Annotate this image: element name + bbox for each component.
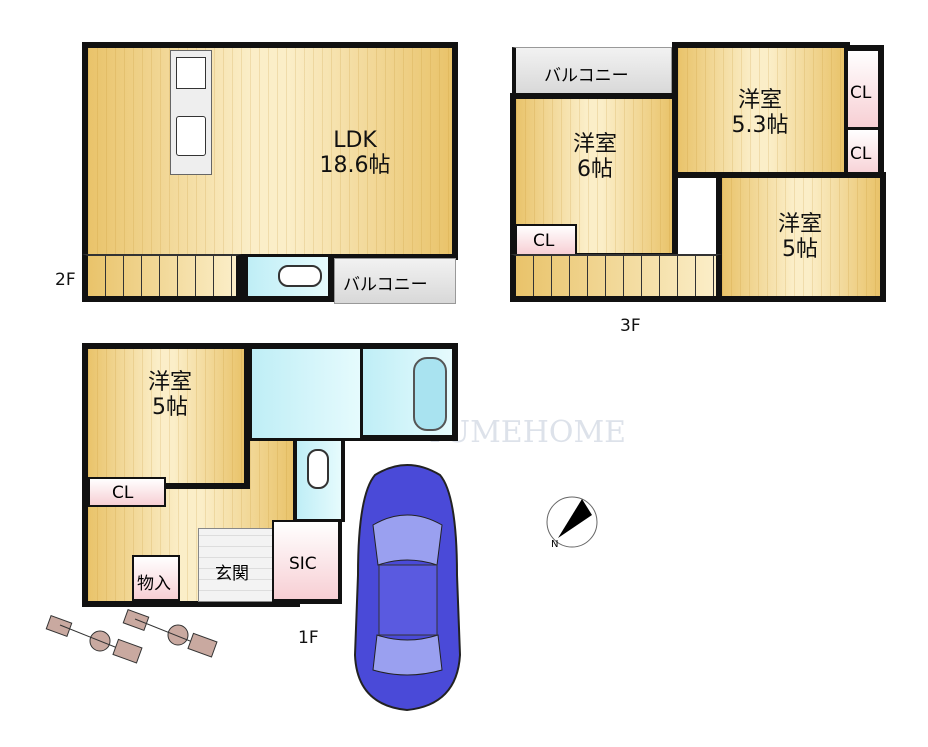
closet-1f: CL xyxy=(88,477,166,507)
closet-3f-c: CL xyxy=(846,128,884,178)
bathtub-icon xyxy=(413,357,447,431)
room-size: 5帖 xyxy=(152,395,188,421)
toilet-icon xyxy=(307,449,329,489)
toilet-icon xyxy=(278,265,322,287)
closet-label: CL xyxy=(112,483,134,503)
room-size: 18.6帖 xyxy=(319,153,391,179)
closet-3f-a: CL xyxy=(515,224,577,256)
room-5jo-1f xyxy=(82,343,250,489)
storage-label: 物入 xyxy=(137,574,171,594)
entrance-label: 玄関 xyxy=(215,564,249,584)
room-5-3jo xyxy=(672,42,850,178)
stairs-3f xyxy=(510,254,722,302)
closet-label: CL xyxy=(533,231,555,251)
washroom xyxy=(246,343,364,441)
closet-3f-b: CL xyxy=(846,45,884,129)
room-5jo-3f xyxy=(716,172,886,302)
floor-label-2f: 2F xyxy=(55,270,76,290)
balcony-label: バルコニー xyxy=(544,66,629,86)
balcony-2f: バルコニー xyxy=(334,258,456,304)
floor-label-1f: 1F xyxy=(298,628,319,648)
room-size: 6帖 xyxy=(577,157,613,183)
storage: 物入 xyxy=(132,555,180,601)
stove-icon xyxy=(176,57,206,89)
sink-icon xyxy=(176,116,206,156)
entrance: 玄関 xyxy=(198,528,274,602)
shoe-closet: SIC xyxy=(272,520,342,604)
north-label: N xyxy=(551,539,558,550)
closet-label: CL xyxy=(850,83,872,103)
bathroom xyxy=(360,343,458,441)
toilet-1f xyxy=(293,438,345,522)
room-name: 洋室 xyxy=(777,212,822,237)
room-name: 洋室 xyxy=(147,370,192,395)
room-size: 5.3帖 xyxy=(731,113,789,139)
compass-icon: N xyxy=(546,496,598,550)
bicycles-icon xyxy=(45,609,218,664)
balcony-label: バルコニー xyxy=(343,275,428,295)
toilet-2f xyxy=(242,254,334,302)
stairs-2f xyxy=(82,254,242,302)
watermark: YUMEHOME xyxy=(425,415,627,450)
balcony-3f: バルコニー xyxy=(512,47,672,95)
room-size: 5帖 xyxy=(782,237,818,263)
car-icon xyxy=(353,464,462,712)
room-name: LDK xyxy=(333,128,377,153)
kitchen-counter xyxy=(170,50,212,175)
floor-label-3f: 3F xyxy=(620,316,641,336)
sic-label: SIC xyxy=(289,554,317,574)
room-name: 洋室 xyxy=(737,88,782,113)
room-name: 洋室 xyxy=(572,132,617,157)
ldk-room xyxy=(82,42,458,260)
closet-label: CL xyxy=(850,144,872,164)
